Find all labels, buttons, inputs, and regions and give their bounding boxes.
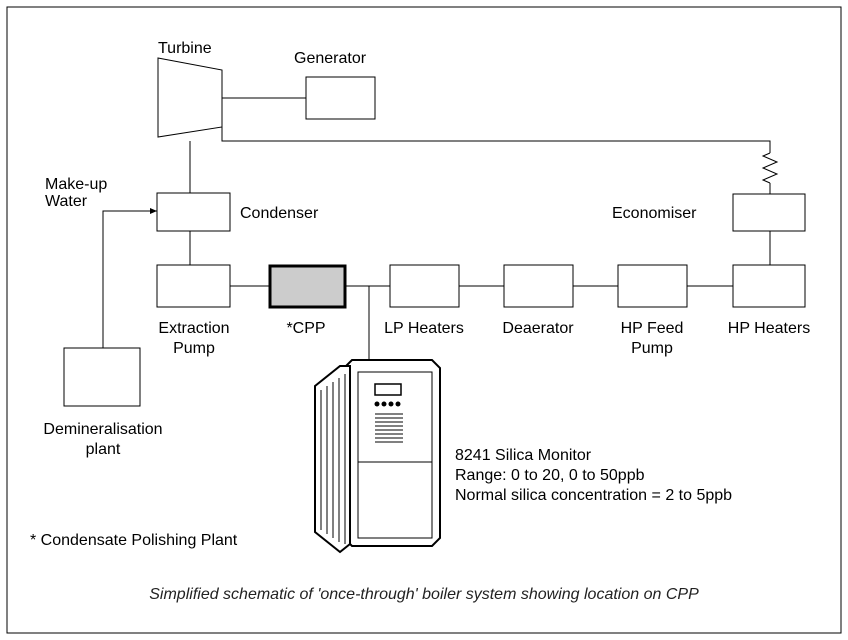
- extraction-pump-label-2: Pump: [173, 340, 215, 357]
- hp-feed-pump-box: [617, 264, 688, 308]
- cpp-box: [268, 264, 347, 309]
- monitor-button-3: [388, 401, 394, 407]
- turbine-shape: [157, 57, 223, 138]
- monitor-button-1: [374, 401, 380, 407]
- demin-makeup-line: [102, 208, 157, 348]
- monitor-range-label: Range: 0 to 20, 0 to 50ppb: [455, 467, 645, 484]
- monitor-vent-grille: [375, 413, 403, 443]
- monitor-front-panel: [357, 371, 433, 539]
- turbine-economiser-line: [221, 127, 771, 153]
- monitor-button-4: [395, 401, 401, 407]
- monitor-display-screen: [374, 383, 402, 396]
- makeup-water-label-2: Water: [45, 193, 88, 210]
- silica-monitor-device: [314, 359, 441, 554]
- demin-plant-box: [63, 347, 141, 407]
- demin-plant-label-2: plant: [86, 441, 121, 458]
- economiser-label: Economiser: [612, 205, 697, 222]
- connection-lines: [102, 97, 779, 366]
- economiser-box: [732, 193, 806, 232]
- cpp-footnote: * Condensate Polishing Plant: [30, 532, 238, 549]
- deaerator-box: [503, 264, 574, 308]
- lp-heaters-box: [389, 264, 460, 308]
- condenser-label: Condenser: [240, 205, 319, 222]
- lp-heaters-label: LP Heaters: [384, 320, 464, 337]
- turbine-label: Turbine: [158, 40, 212, 57]
- makeup-water-label-1: Make-up: [45, 176, 107, 193]
- condenser-box: [156, 192, 231, 232]
- monitor-button-2: [381, 401, 387, 407]
- monitor-name-label: 8241 Silica Monitor: [455, 447, 592, 464]
- generator-label: Generator: [294, 50, 367, 67]
- diagram-caption: Simplified schematic of 'once-through' b…: [149, 586, 699, 603]
- demin-plant-label-1: Demineralisation: [43, 421, 162, 438]
- extraction-pump-box: [156, 264, 231, 308]
- hp-feed-pump-label-1: HP Feed: [621, 320, 684, 337]
- deaerator-label: Deaerator: [502, 320, 574, 337]
- cpp-label: *CPP: [286, 320, 325, 337]
- monitor-normal-label: Normal silica concentration = 2 to 5ppb: [455, 487, 732, 504]
- outer-frame: [6, 6, 842, 634]
- generator-box: [305, 76, 376, 120]
- hp-heaters-box: [732, 264, 806, 308]
- resistor-symbol: [761, 152, 779, 184]
- hp-feed-pump-label-2: Pump: [631, 340, 673, 357]
- hp-heaters-label: HP Heaters: [728, 320, 810, 337]
- extraction-pump-label-1: Extraction: [158, 320, 229, 337]
